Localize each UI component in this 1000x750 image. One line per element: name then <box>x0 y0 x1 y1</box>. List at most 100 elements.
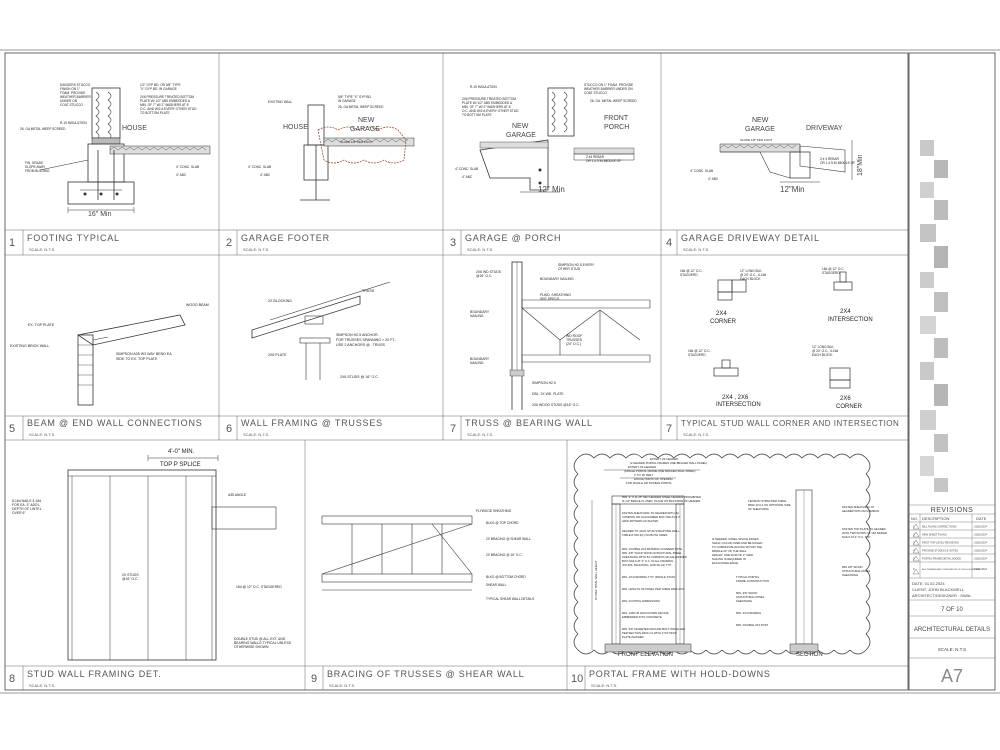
detail-7b-title: TYPICAL STUD WALL CORNER AND INTERSECTIO… <box>681 419 899 428</box>
drawing-note: NEW <box>358 117 375 124</box>
drawing-note: TO BOTTOM PLATE <box>462 113 492 117</box>
drawing-note: STAGGERD <box>822 271 840 275</box>
drawing-note: FASTEN SHEATHING TO HEADER WITH 8d <box>622 511 679 515</box>
detail-8-notes: 4'-0" MIN. TOP P SPLICE 8-16d NAILS 3-16… <box>12 449 292 649</box>
drawing-note: FIN. GRADE <box>25 161 43 165</box>
drawing-note: BOX NAILS AT 3" O.C. IN ALL FRAMING <box>622 559 673 563</box>
drawing-note: 4'-0" MIN. <box>168 449 195 455</box>
drawing-note: MIN. 3/8" WOOD <box>736 591 757 595</box>
drawing-note: PROVIDE STUDIOS & NOTES <box>922 549 958 553</box>
drawing-note: NAILING <box>470 314 484 318</box>
detail-3-scale: SCALE: N.T.S. <box>467 247 493 252</box>
drawing-note: R-19 INSULATION <box>60 121 87 125</box>
drawing-note: STUCCO ON 1" FOAM. PROVIDE <box>584 83 633 87</box>
detail-10-number: 10 <box>571 673 583 685</box>
drawing-note: SHEATHING WITH 8d COMMON OR GALVANIZED <box>622 555 687 559</box>
drawing-note: 01/01/2024 <box>974 557 988 561</box>
drawing-note: IF 1/2" BRACE IS USED, PLACE ON BACKSIDE… <box>622 499 700 503</box>
drawing-note: SLOPE 1/8" PER FOOT <box>340 140 372 144</box>
drawing-note: GARAGE <box>745 126 775 133</box>
detail-10-drawing <box>573 453 871 655</box>
detail-8-title: STUD WALL FRAMING DET. <box>27 669 161 679</box>
revision-triangles <box>912 523 920 575</box>
drawing-note: NAILING IS REQUIRED IN <box>712 557 746 561</box>
drawing-note: 4" ABC <box>260 173 271 177</box>
drawing-note: BEARING WALLS TYPICAL UNLESS <box>234 641 292 645</box>
detail-grid <box>5 53 908 690</box>
detail-7-drawing <box>509 261 651 410</box>
detail-6-scale: SCALE: N.T.S. <box>243 432 269 437</box>
sheet-number: A7 <box>941 666 963 686</box>
drawing-note: TRUSS <box>362 289 375 293</box>
detail-7b-notes: 2X4 CORNER 2X4 INTERSECTION 2X4 , 2X6 IN… <box>680 267 873 410</box>
drawing-note: WEATHER BARRIER UNDER ON <box>584 87 633 91</box>
detail-5-drawing <box>76 314 186 406</box>
detail-1-scale: SCALE: N.T.S. <box>29 247 55 252</box>
drawing-note: FINISH ON 1" <box>60 87 80 91</box>
drawing-note: STRUCTURAL PANEL <box>842 569 871 573</box>
drawing-note: 16d @ 12" O.C. <box>688 349 711 353</box>
detail-3-notes: NEW GARAGE FRONT PORCH 12" Min R-19 INSU… <box>455 83 637 194</box>
detail-3-title: GARAGE @ PORCH <box>465 233 561 243</box>
drawing-note: BOUNDARY <box>470 310 490 314</box>
drawing-note: 12"Min <box>780 185 805 194</box>
detail-9-number: 9 <box>311 673 317 685</box>
drawing-note: BOUNDARY <box>470 357 490 361</box>
drawing-note: "X" GYP BD. IN GARAGE <box>140 87 177 91</box>
detail-8-scale: SCALE: N.T.S. <box>29 683 55 688</box>
drawing-note: 4" CONC. SLAB <box>455 167 478 171</box>
detail-10-title: PORTAL FRAME WITH HOLD-DOWNS <box>589 669 771 679</box>
drawing-note: 2X6 PLATE <box>268 353 287 357</box>
detail-1-drawing <box>39 87 211 213</box>
drawing-border <box>4 52 909 691</box>
drawing-note: DRIVEWAY <box>806 125 843 132</box>
drawing-note: NEW <box>512 123 529 130</box>
detail-4-notes: NEW GARAGE DRIVEWAY SLOPE 1/8" PER FOOT … <box>690 117 864 194</box>
drawing-note: 2X BRACING @ SHEAR WALL <box>486 537 531 541</box>
drawing-note: 12" LONG BLK. <box>740 269 763 273</box>
detail-2-notes: HOUSE NEW GARAGE SLOPE 1/8" PER FOOT EXI… <box>248 95 384 177</box>
detail-1-title: FOOTING TYPICAL <box>27 233 120 243</box>
drawing-note: 2X6 WD STUDS <box>476 270 502 274</box>
revisions-title: REVISIONS <box>931 507 974 514</box>
detail-5-title: BEAM @ END WALL CONNECTIONS <box>27 418 203 428</box>
rev-header-date: DATE <box>976 516 987 521</box>
drawing-note: SIDE TO EX. TOP PLATE <box>116 357 158 361</box>
drawing-note: 12" Min <box>538 185 565 194</box>
detail-2-drawing <box>300 104 415 201</box>
drawing-note: 16d @ 12" O.C. <box>680 269 703 273</box>
drawing-note: TRUSSES <box>566 338 583 342</box>
drawing-note: MIN 3/8" WOOD <box>842 565 863 569</box>
detail-5-scale: SCALE: N.T.S. <box>29 432 55 437</box>
drawing-note: 10' MAX TOTAL WALL HEIGHT <box>594 560 598 600</box>
drawing-note: FOR SINGLE OR DOUBLE PORTAL <box>626 481 672 485</box>
detail-8-number: 8 <box>9 673 15 685</box>
drawing-note: EXISTING WALL <box>268 100 293 104</box>
drawing-note: DANGERS STUCCO <box>60 83 91 87</box>
drawing-note: 26- GA METAL WEEP SCREED <box>20 127 66 131</box>
detail-titles: 1 FOOTING TYPICAL SCALE: N.T.S. 2 GARAGE… <box>9 233 899 688</box>
drawing-note: 5 <box>913 557 915 561</box>
drawing-note: MIN. OF 7" W/ 2" WASHERS AT 6' <box>462 105 511 109</box>
drawing-note: FRONT <box>604 115 629 122</box>
title-block-text: REVISIONS NO. DESCRIPTION DATE 1 BILL PL… <box>911 507 990 686</box>
drawing-note: HEADER TO JACK-STUD STRAP PER WALL <box>622 529 680 533</box>
drawing-note: DBL. 2X WD. PLATE <box>532 392 564 396</box>
drawing-note: COAT STUCCO <box>60 103 83 107</box>
client-line: CLIENT: JOHN BLACKWELL <box>912 587 965 592</box>
drawing-note: TYPICAL SHEAR WALL DETAILS <box>486 597 534 601</box>
detail-9-drawing <box>321 515 473 591</box>
drawing-note: PORCH <box>604 124 629 131</box>
detail-9-scale: SCALE: N.T.S. <box>329 683 355 688</box>
drawing-note: 01/01/2024 <box>974 567 988 571</box>
drawing-note: NEW <box>752 117 769 124</box>
drawing-note: TENSION STRAP PER TABLE <box>748 499 787 503</box>
detail-7b-scale: SCALE: N.T.S. <box>683 432 709 437</box>
drawing-note: TABLE R 602.3(1) ON BOTH SIDES <box>622 533 667 537</box>
drawing-note: FOR EA. 3" ADD'L <box>12 503 40 507</box>
drawing-note: @ 24" O.C., 4-16d <box>740 273 766 277</box>
drawing-note: 18"Min <box>857 154 864 176</box>
drawing-note: PLATE WASHER <box>622 635 644 639</box>
detail-1-notes: HOUSE 16" Min 1/2" GYP BD. OR 5/8" TYPE … <box>20 83 199 218</box>
detail-1-number: 1 <box>9 237 15 249</box>
